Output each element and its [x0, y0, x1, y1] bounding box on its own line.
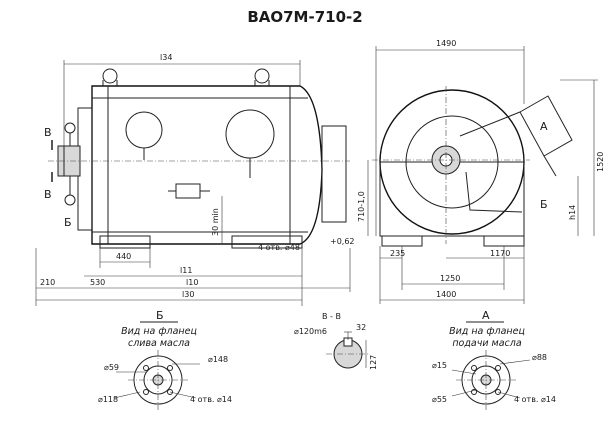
detail-b-d148: ⌀148	[208, 355, 228, 364]
dim-l11: l11	[180, 266, 192, 275]
holes-note: 4 отв. ⌀48	[258, 243, 300, 252]
front-terminal-box	[519, 95, 573, 157]
dim-235: 235	[390, 249, 405, 258]
detail-vv-key: 32	[356, 323, 366, 332]
section-mark-bottom: В	[44, 188, 52, 201]
detail-b-caption-1: Вид на фланец	[121, 326, 197, 337]
dim-30-min: 30 min	[211, 208, 220, 236]
side-housing	[91, 85, 323, 245]
detail-vv-shaft: ⌀120m6	[294, 327, 327, 336]
dim-1250: 1250	[440, 274, 460, 283]
dim-530: 530	[90, 278, 105, 287]
detail-b-holes: 4 отв. ⌀14	[190, 395, 232, 404]
detail-a-d88: ⌀88	[532, 353, 547, 362]
dim-h14: h14	[568, 205, 577, 220]
mark-a: А	[540, 120, 548, 133]
detail-b-caption-2: слива масла	[128, 338, 190, 349]
detail-vv: В - В 32 ⌀120m6 127	[294, 312, 378, 370]
oil-pod-left	[125, 111, 163, 149]
dim-1400: 1400	[436, 290, 456, 299]
detail-b-d118: ⌀118	[98, 395, 118, 404]
dim-710: 710-1,0	[357, 191, 366, 222]
detail-vv-letter: В - В	[322, 312, 341, 321]
detail-a-holes: 4 отв. ⌀14	[514, 395, 556, 404]
oil-pod-right	[225, 109, 275, 159]
detail-a-caption-2: подачи масла	[452, 338, 522, 349]
holes-tol: +0,62	[330, 237, 355, 246]
dim-1170: 1170	[490, 249, 510, 258]
dim-l10: l10	[186, 278, 198, 287]
detail-a: А Вид на фланец подачи масла ⌀15 ⌀88 ⌀55…	[432, 309, 556, 410]
dim-210: 210	[40, 278, 55, 287]
detail-a-d15: ⌀15	[432, 361, 447, 370]
section-mark-top: В	[44, 126, 52, 139]
foot-left	[99, 235, 151, 249]
dim-1520: 1520	[596, 152, 605, 172]
detail-vv-depth: 127	[369, 355, 378, 370]
detail-a-letter: А	[482, 309, 490, 322]
dim-1490: 1490	[436, 39, 456, 48]
drawing-title: ВАО7М-710-2	[247, 8, 362, 26]
detail-b-letter: Б	[156, 309, 164, 322]
lifting-eye-left	[102, 68, 118, 84]
front-view: А Б 1490 1520 h14 710-1,0 235 1170 1250 …	[357, 39, 605, 304]
dim-l30: l30	[182, 290, 194, 299]
detail-a-caption-1: Вид на фланец	[449, 326, 525, 337]
terminal-box	[175, 183, 201, 199]
detail-b: Б Вид на фланец слива масла ⌀59 ⌀148 ⌀11…	[98, 309, 232, 410]
mark-b: Б	[540, 198, 548, 211]
foot-right	[231, 235, 303, 249]
side-view: В В Б l34 30 min 4 отв. ⌀48 +0,62 440 l1…	[35, 53, 355, 306]
detail-a-d55: ⌀55	[432, 395, 447, 404]
dim-l34: l34	[160, 53, 172, 62]
flange-mark-left: Б	[64, 216, 72, 229]
dim-440: 440	[116, 252, 131, 261]
detail-b-d59: ⌀59	[104, 363, 119, 372]
lifting-eye-right	[254, 68, 270, 84]
